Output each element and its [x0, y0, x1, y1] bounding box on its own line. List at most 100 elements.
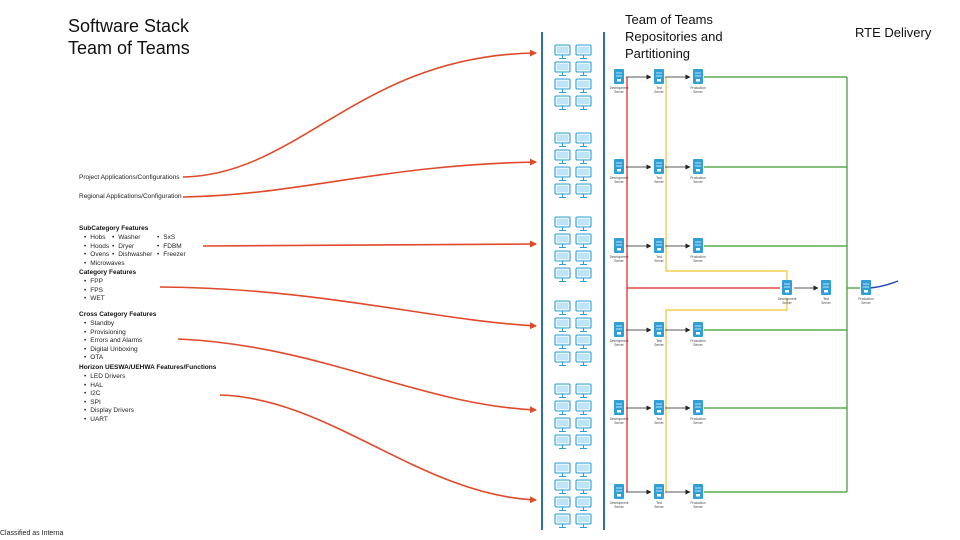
computer-icon	[575, 250, 592, 265]
server-label: Server	[654, 180, 664, 184]
list-item: Standby	[84, 320, 142, 329]
rte-delivery-title: RTE Delivery	[855, 25, 932, 40]
computer-icon	[575, 216, 592, 231]
computer-icon	[554, 233, 571, 248]
computer-icon	[554, 462, 571, 477]
horizon-list: LED Drivers HAL I2C SPI Display Drivers …	[84, 373, 134, 424]
computer-icon	[575, 233, 592, 248]
server-label: Test	[656, 417, 662, 421]
computer-icon	[575, 462, 592, 477]
yellow-bus-lower	[665, 298, 788, 492]
server-label: Test	[656, 501, 662, 505]
computer-icon	[554, 78, 571, 93]
computer-icon	[575, 417, 592, 432]
classification-footer: Classified as Interna	[0, 530, 64, 537]
category-list: FPP FPS WET	[84, 278, 105, 304]
computer-icon	[575, 317, 592, 332]
pipeline-buses	[626, 76, 899, 493]
computer-icon	[575, 400, 592, 415]
repositories-title-line-3: Partitioning	[625, 46, 691, 61]
computer-icon	[554, 300, 571, 315]
server-label: Development	[610, 86, 629, 90]
computer-icon	[575, 183, 592, 198]
server-label: Server	[614, 180, 624, 184]
horizon-heading: Horizon UESWA/UEHWA Features/Functions	[79, 364, 217, 371]
arrow-project-apps	[182, 49, 537, 178]
computer-icon	[554, 149, 571, 164]
computer-icon	[554, 166, 571, 181]
list-item: Ovens	[84, 251, 125, 260]
list-item: SPI	[84, 399, 134, 408]
computer-icon	[554, 400, 571, 415]
cross-category-heading: Cross Category Features	[79, 311, 157, 318]
computer-icon	[554, 434, 571, 449]
server-label: Server	[693, 259, 703, 263]
server-label: Development	[778, 297, 797, 301]
repositories-title-line-1: Team of Teams	[625, 12, 713, 27]
server-label: Server	[614, 343, 624, 347]
server-label: Server	[614, 505, 624, 509]
server-label: Development	[610, 501, 629, 505]
computer-icon	[554, 95, 571, 110]
regional-apps-label: Regional Applications/Configuration	[79, 193, 182, 200]
server-label: Server	[654, 259, 664, 263]
computer-icon	[554, 267, 571, 282]
list-item: Dryer	[112, 243, 152, 252]
list-item: FDBM	[157, 243, 186, 252]
server-label: Production	[690, 255, 705, 259]
computer-icon	[575, 351, 592, 366]
list-item: Display Drivers	[84, 407, 134, 416]
computer-icon	[554, 61, 571, 76]
server-label: Server	[861, 301, 871, 305]
subcategory-col3: SxS FDBM Freezer	[157, 234, 186, 260]
category-heading: Category Features	[79, 269, 137, 276]
list-item: FPP	[84, 278, 105, 287]
computer-icon	[554, 250, 571, 265]
list-item: Digital Unboxing	[84, 346, 142, 355]
server-label: Production	[690, 501, 705, 505]
list-item: HAL	[84, 382, 134, 391]
computer-icon	[575, 44, 592, 59]
main-title-line-1: Software Stack	[68, 16, 190, 36]
list-item: OTA	[84, 354, 142, 363]
list-item: FPS	[84, 287, 105, 296]
computer-icon	[575, 334, 592, 349]
server-label: Production	[690, 417, 705, 421]
computer-icon	[554, 417, 571, 432]
list-item: Microwaves	[84, 260, 124, 269]
server-label: Server	[614, 259, 624, 263]
main-title-line-2: Team of Teams	[68, 38, 190, 58]
server-pipelines: DevelopmentServerTestServerProductionSer…	[610, 69, 874, 509]
server-label: Development	[610, 417, 629, 421]
yellow-bus-upper	[665, 77, 788, 282]
server-label: Server	[821, 301, 831, 305]
list-item: Provisioning	[84, 329, 142, 338]
server-label: Server	[654, 421, 664, 425]
computer-icon	[554, 496, 571, 511]
computer-icon	[575, 267, 592, 282]
computer-icon	[554, 183, 571, 198]
computer-icon	[575, 95, 592, 110]
computer-icon	[554, 513, 571, 528]
subcategory-col1: Hobs Hoods Ovens Microwaves	[84, 234, 125, 269]
repositories-title-line-2: Repositories and	[625, 29, 723, 44]
repositories-title: Team of Teams Repositories and Partition…	[625, 11, 723, 62]
computer-icon	[575, 78, 592, 93]
rte-delivery-line	[869, 280, 899, 289]
computer-icon	[554, 216, 571, 231]
